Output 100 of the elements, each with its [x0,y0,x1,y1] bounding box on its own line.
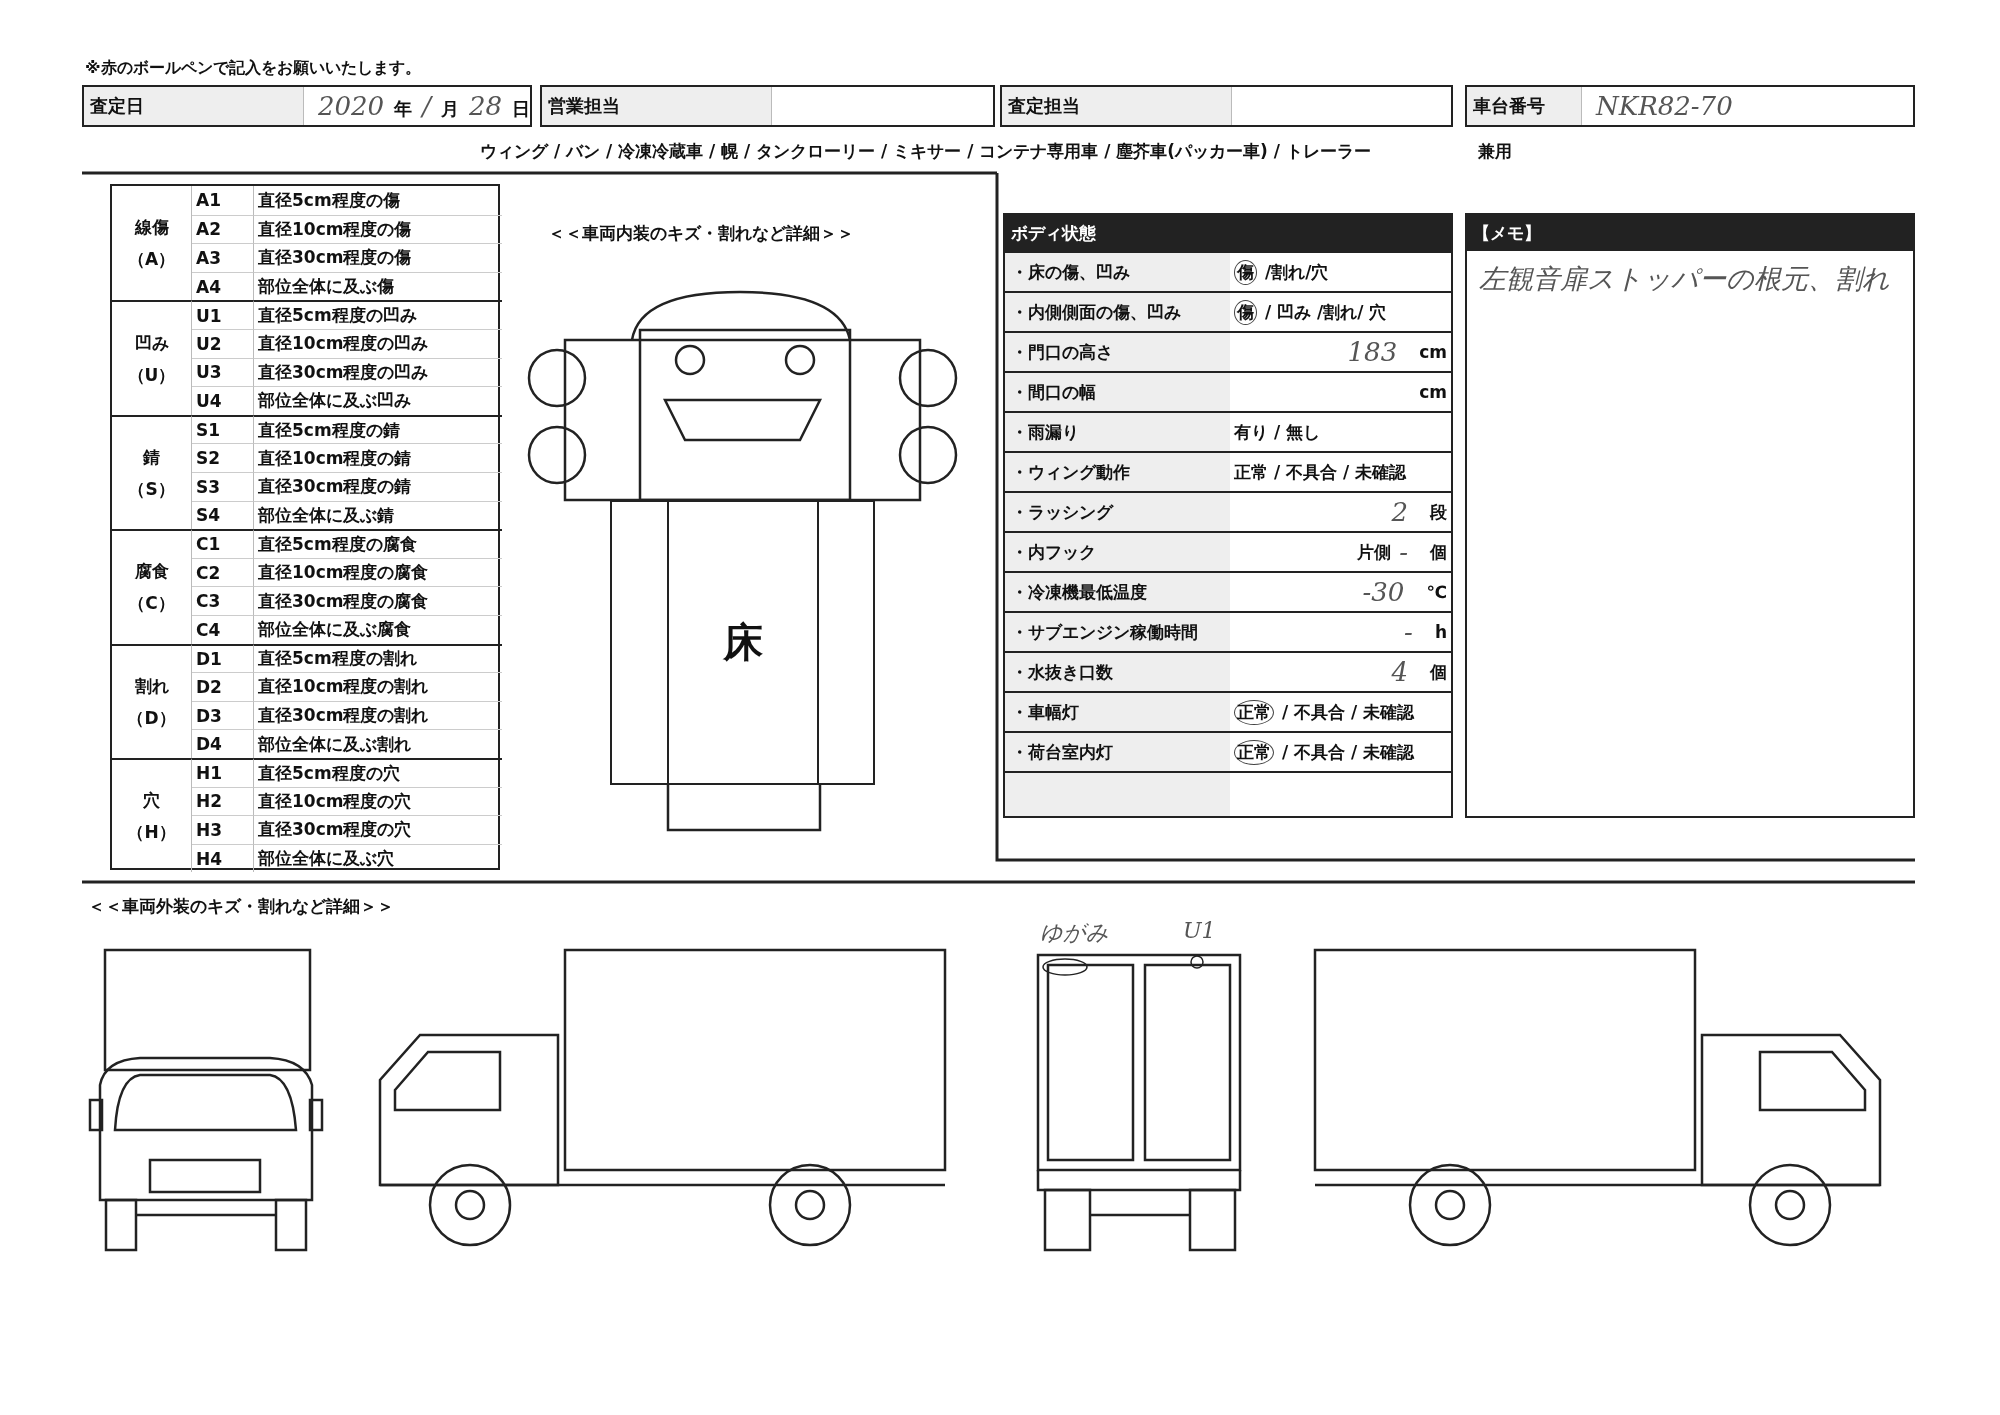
panel-header: ボディ状態 [1005,215,1451,251]
row-value: / 不具合 / 未確認 [1282,740,1415,764]
damage-code: S3 [192,472,254,501]
row-label: ・水抜き口数 [1005,653,1230,691]
damage-code: C1 [192,529,254,558]
row-value: 個 [1430,540,1447,564]
damage-code: S2 [192,443,254,472]
damage-code: D2 [192,672,254,701]
damage-description: 直径30cm程度の凹み [254,357,502,387]
checklist-row [1005,651,1451,691]
damage-description: 直径30cm程度の腐食 [254,586,502,615]
damage-group-label: 割れ（D） [112,643,192,758]
damage-description: 部位全体に及ぶ腐食 [254,615,502,644]
section-heading: ＜＜車両内装のキズ・割れなど詳細＞＞ [548,222,854,245]
row-value: / 不具合 / 未確認 [1282,700,1415,724]
damage-code: H2 [192,786,254,816]
damage-description: 直径5cm程度の錆 [254,414,502,444]
row-value: 有り / 無し [1234,420,1321,444]
checklist-row [1005,691,1451,731]
damage-code: A1 [192,186,254,215]
row-value: cm [1419,342,1447,362]
row-label: ・冷凍機最低温度 [1005,573,1230,611]
field-text: 日 [512,97,530,121]
damage-description: 部位全体に及ぶ凹み [254,386,502,415]
row-value: 正常 / 不具合 / 未確認 [1234,460,1407,484]
damage-code: C2 [192,557,254,587]
row-value: h [1434,622,1447,642]
field-label: 査定担当 [1002,87,1232,125]
checklist-row [1005,411,1451,451]
handwritten-value: -30 [1362,577,1405,607]
damage-description: 直径30cm程度の割れ [254,700,502,730]
damage-code: H4 [192,843,254,873]
row-label: ・ウィング動作 [1005,453,1230,491]
body-condition-panel [1003,213,1453,818]
row-label: ・荷台室内灯 [1005,733,1230,771]
floor-box [610,500,875,785]
damage-description: 直径30cm程度の穴 [254,815,502,844]
checklist-row [1005,731,1451,771]
handwritten-text: NKR82-70 [1596,91,1733,121]
handwritten-text: 28 [468,91,502,121]
row-value: 段 [1430,500,1447,524]
damage-code: C4 [192,615,254,644]
damage-code: U1 [192,300,254,329]
row-label: ・床の傷、凹み [1005,253,1230,291]
row-label: ・車幅灯 [1005,693,1230,731]
damage-description: 直径10cm程度の割れ [254,672,502,701]
damage-description: 直径5cm程度の穴 [254,758,502,787]
field-text: 年 [394,97,413,121]
damage-description: 直径5cm程度の傷 [257,188,401,212]
checklist-row [1005,291,1451,331]
checklist-row [1005,371,1451,411]
handwritten-annotation: ゆがみ [1040,919,1109,947]
checklist-row [1005,491,1451,531]
row-label: ・間口の幅 [1005,373,1230,411]
damage-description: 直径5cm程度の凹み [254,300,502,329]
damage-group-label: 凹み（U） [112,300,192,415]
row-label: ・内側側面の傷、凹み [1005,293,1230,331]
note-text: ※赤のボールペンで記入をお願いいたします。 [85,58,421,79]
checklist-row [1005,531,1451,571]
handwritten-text: / [422,91,431,121]
damage-description: 部位全体に及ぶ傷 [254,271,502,301]
damage-description: 直径5cm程度の腐食 [254,529,502,558]
damage-code: S1 [192,414,254,444]
row-value: 片側 [1357,540,1392,564]
row-value: 個 [1430,660,1447,684]
field-label: 査定日 [84,87,304,125]
row-label: ・門口の高さ [1005,333,1230,371]
damage-description: 部位全体に及ぶ穴 [254,843,502,873]
memo-panel [1465,213,1915,818]
form-field [540,85,995,127]
damage-code: U2 [192,329,254,358]
panel-header: 【メモ】 [1467,215,1913,251]
row-label: ・雨漏り [1005,413,1230,451]
handwritten-value: 183 [1347,337,1398,367]
handwritten-value: - [1404,617,1413,647]
damage-group-label: 線傷（A） [112,186,192,301]
vehicle-type-options: ウィング / バン / 冷凍冷蔵車 / 幌 / タンクローリー / ミキサー / コンテナ専用車 / 塵芥車(パッカー車) / トレーラー [480,140,1371,163]
damage-group-label: 錆（S） [112,414,192,530]
handwritten-annotation: U1 [1183,918,1216,943]
checklist-row [1005,451,1451,491]
damage-description: 直径10cm程度の穴 [254,786,502,816]
handwritten-text: 2020 [317,91,385,121]
row-label: ・内フック [1005,533,1230,571]
damage-description: 直径10cm程度の凹み [254,329,502,358]
field-label: 営業担当 [542,87,772,125]
checklist-row [1005,611,1451,651]
handwritten-value: - [1399,537,1408,567]
checklist-row [1005,331,1451,371]
damage-description: 直径30cm程度の傷 [254,243,502,272]
vehicle-type-note: 兼用 [1478,140,1512,163]
form-field [82,85,532,127]
damage-code: H1 [192,758,254,787]
damage-description: 直径10cm程度の腐食 [254,557,502,587]
damage-code: C3 [192,586,254,615]
damage-description: 直径10cm程度の傷 [254,214,502,244]
damage-group-label: 穴（H） [112,758,192,873]
damage-description: 直径5cm程度の割れ [254,643,502,673]
handwritten-value: 4 [1391,657,1408,687]
field-text: 月 [440,97,459,121]
damage-code: D3 [192,700,254,730]
